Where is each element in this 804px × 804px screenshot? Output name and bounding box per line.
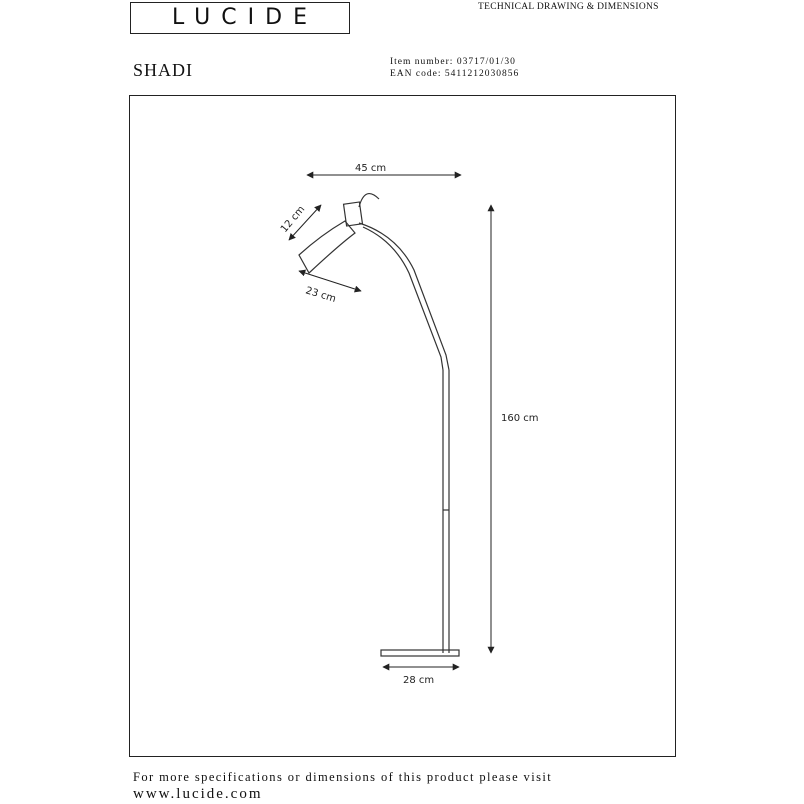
lamp-base: [380, 649, 460, 657]
footer-text: For more specifications or dimensions of…: [133, 770, 553, 784]
brand-logo-text: LUCIDE: [172, 5, 318, 30]
item-number: Item number: 03717/01/30: [390, 57, 516, 67]
technical-drawing: 45 cm 12 cm 23 cm 160 cm 28 cm: [279, 163, 539, 686]
shade-diameter-dimension-line: [298, 269, 362, 293]
footer-url[interactable]: www.lucide.com: [133, 786, 263, 802]
document-header-title: TECHNICAL DRAWING & DIMENSIONS: [478, 2, 659, 12]
ean-code: EAN code: 5411212030856: [390, 69, 520, 79]
lamp-pole: [442, 370, 450, 653]
lamp-arm: [358, 222, 450, 371]
product-name: SHADI: [133, 60, 194, 80]
drawing-frame: [129, 95, 676, 757]
height-dimension-label: 160 cm: [501, 413, 539, 424]
lamp-shade: [298, 192, 380, 274]
shade-height-dimension-label: 12 cm: [279, 204, 307, 235]
product-meta: Item number: 03717/01/30 EAN code: 54112…: [390, 56, 519, 80]
base-dimension-label: 28 cm: [403, 675, 434, 686]
shade-height-dimension-line: [288, 204, 322, 241]
width-dimension-label: 45 cm: [355, 163, 386, 174]
shade-diameter-dimension-label: 23 cm: [304, 285, 337, 305]
brand-logo: LUCIDE: [130, 2, 350, 34]
